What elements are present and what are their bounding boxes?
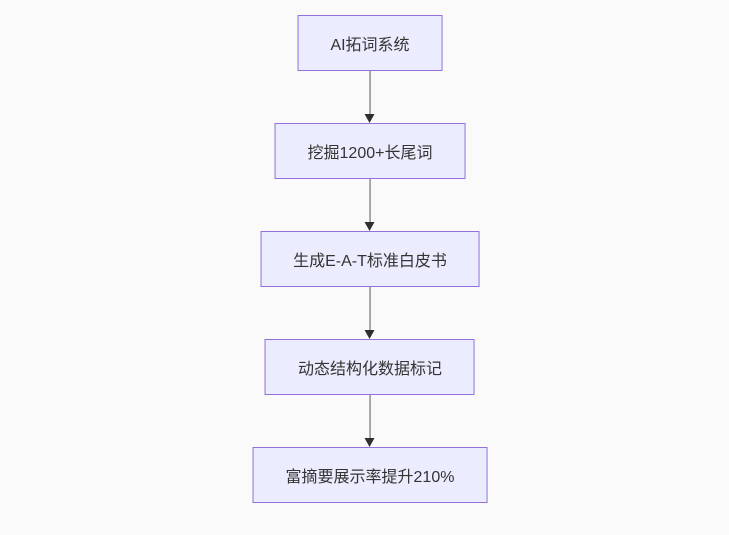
flow-arrow-4 bbox=[365, 395, 375, 447]
flow-arrow-1 bbox=[365, 71, 375, 123]
flow-node-eat-whitepaper: 生成E-A-T标准白皮书 bbox=[260, 231, 480, 287]
arrow-line bbox=[369, 71, 371, 115]
flowchart: AI拓词系统 挖掘1200+长尾词 生成E-A-T标准白皮书 动态结构化数据标记 bbox=[252, 15, 488, 503]
flow-node-structured-data-markup: 动态结构化数据标记 bbox=[264, 339, 475, 395]
arrow-line bbox=[369, 287, 371, 331]
arrowhead-down-icon bbox=[365, 330, 375, 339]
arrowhead-down-icon bbox=[365, 222, 375, 231]
flow-node-longtail-mining: 挖掘1200+长尾词 bbox=[274, 123, 466, 179]
flow-node-ai-keyword-system: AI拓词系统 bbox=[297, 15, 443, 71]
arrowhead-down-icon bbox=[365, 438, 375, 447]
arrowhead-down-icon bbox=[365, 114, 375, 123]
arrow-line bbox=[369, 395, 371, 439]
flow-node-label: 挖掘1200+长尾词 bbox=[307, 145, 433, 162]
flow-node-label: 富摘要展示率提升210% bbox=[285, 469, 455, 486]
flow-arrow-3 bbox=[365, 287, 375, 339]
flow-node-label: 动态结构化数据标记 bbox=[297, 361, 442, 378]
flow-arrow-2 bbox=[365, 179, 375, 231]
flow-node-rich-snippet-result: 富摘要展示率提升210% bbox=[252, 447, 488, 503]
flow-node-label: AI拓词系统 bbox=[330, 37, 410, 54]
arrow-line bbox=[369, 179, 371, 223]
flow-node-label: 生成E-A-T标准白皮书 bbox=[293, 253, 447, 270]
